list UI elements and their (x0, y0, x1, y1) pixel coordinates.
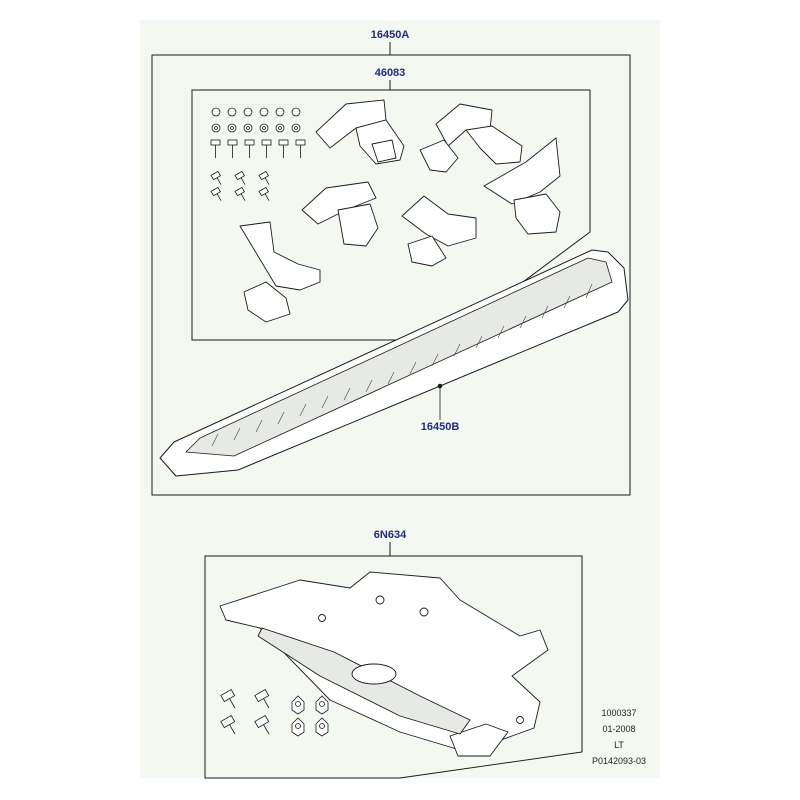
bracket-5 (401, 195, 477, 267)
board-tread (185, 257, 613, 457)
fastener-screws (210, 170, 270, 201)
callout-shield: 6N634 (373, 529, 407, 541)
shield-fasteners (220, 688, 329, 737)
shield-kit-frame (204, 555, 583, 779)
shield-body (219, 571, 549, 751)
nut-row-1 (211, 107, 301, 117)
fastener-bolts (210, 139, 306, 158)
footer-code: LT (614, 740, 624, 750)
bracket-6 (239, 221, 321, 323)
footer-illustration: P0142093-03 (591, 756, 647, 766)
shield-flap (449, 723, 509, 757)
mounting-brackets (239, 99, 561, 323)
bracket-3 (483, 137, 561, 235)
bracket-4 (301, 181, 379, 247)
nut-row-2 (211, 123, 301, 133)
underbody-shield (219, 571, 549, 757)
running-board (159, 249, 629, 477)
callout-step: 16450B (420, 421, 460, 433)
fastener-nuts (211, 107, 301, 133)
footer-date: 01-2008 (602, 724, 636, 734)
footer-ref: 1000337 (601, 708, 637, 718)
callout-kit: 16450A (370, 29, 410, 41)
bracket-2 (419, 103, 523, 173)
callout-brackets: 46083 (374, 67, 406, 79)
board-tread-lines (211, 283, 593, 447)
leader-step-dot (437, 383, 443, 389)
bracket-1 (315, 99, 405, 165)
kit-frame (151, 54, 631, 496)
shield-cutout (351, 663, 397, 685)
